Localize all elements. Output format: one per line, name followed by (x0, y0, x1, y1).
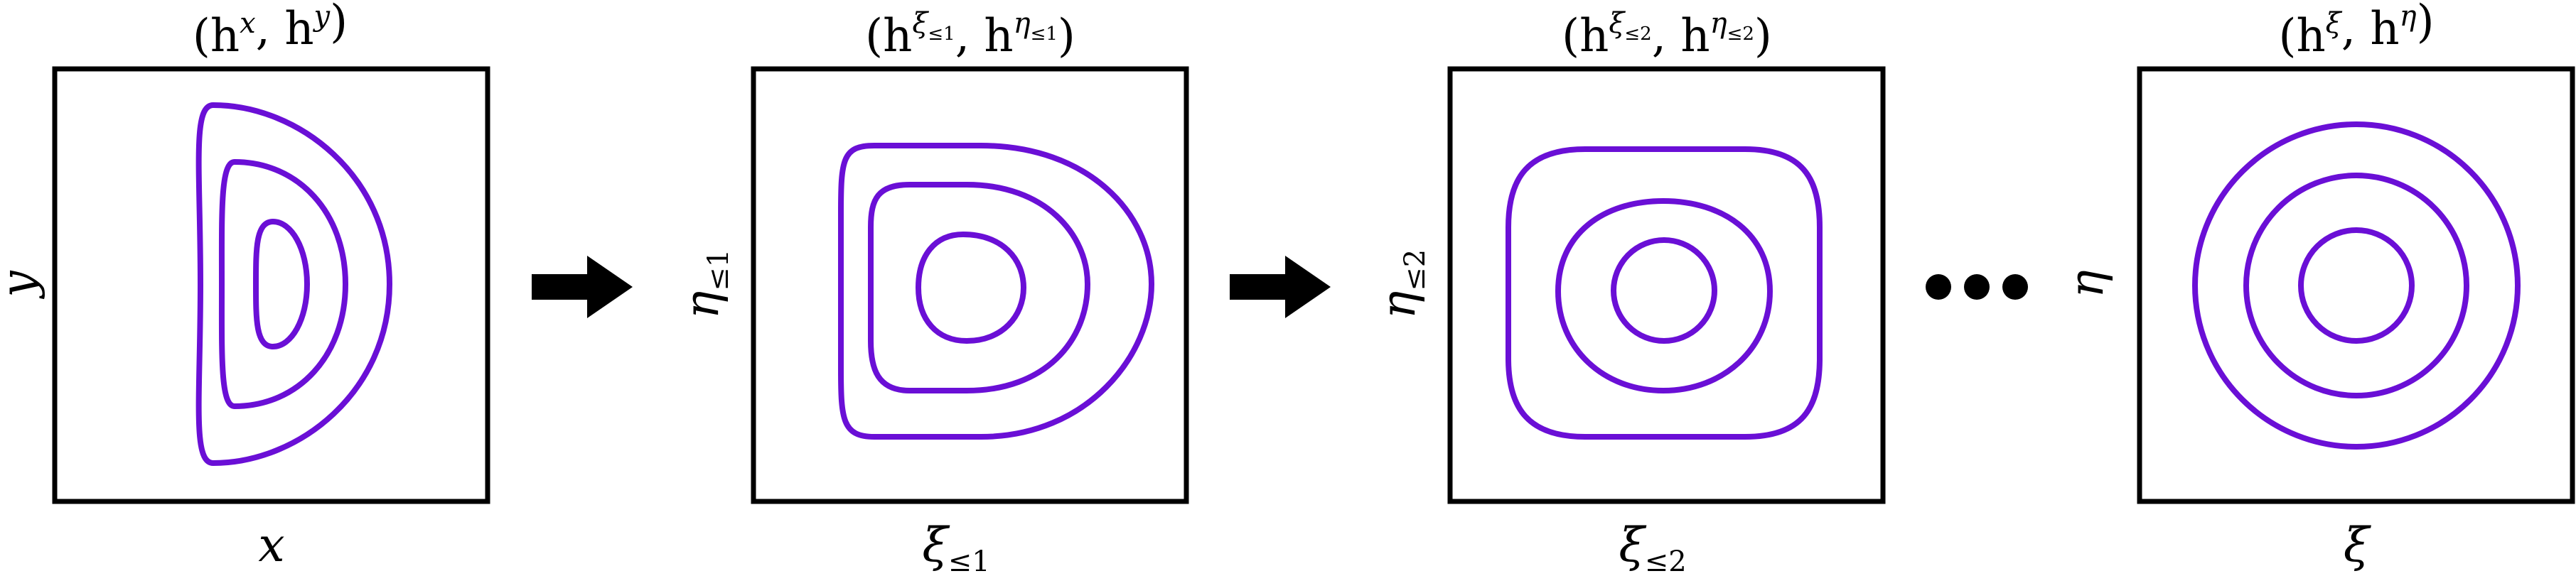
panel-3-frame (1447, 66, 1886, 504)
panel-1-title: (hx, hy) (193, 0, 348, 63)
panel-1-contour-outer (195, 102, 392, 466)
panel-3-title: (hξ≤2, hη≤2) (1562, 7, 1772, 63)
panel-4-frame (2137, 66, 2575, 504)
panel-2: (hξ≤1, hη≤1) ξ≤1 η≤1 (675, 7, 1189, 576)
panel-4-y-label: η (2059, 270, 2114, 298)
transform-arrow-2 (1230, 256, 1331, 318)
panel-2-y-label: η≤1 (675, 249, 735, 320)
panel-3-y-label: η≤2 (1371, 249, 1432, 320)
panel-4: (hξ, hη) ξ η (2059, 0, 2575, 572)
panel-2-title: (hξ≤1, hη≤1) (865, 7, 1075, 63)
ellipsis-dot-1 (1926, 274, 1951, 300)
panel-2-x-label: ξ≤1 (922, 518, 989, 576)
panel-1-frame (52, 66, 490, 504)
panel-1-contour-middle (218, 159, 348, 409)
panel-3: (hξ≤2, hη≤2) ξ≤2 η≤2 (1371, 7, 1886, 576)
panel-4-contour-inner (2298, 227, 2415, 344)
panel-3-contours (1506, 146, 1823, 440)
transform-arrow-1 (532, 256, 633, 318)
panel-1-y-label: y (0, 271, 45, 300)
panel-3-x-label: ξ≤2 (1619, 518, 1686, 576)
panel-1-contours (195, 102, 392, 466)
panel-2-contours (838, 143, 1154, 440)
panel-4-contours (2192, 121, 2521, 450)
panel-2-contour-outer (838, 143, 1154, 440)
panel-3-contour-middle (1555, 198, 1773, 393)
panel-1-x-label: x (258, 518, 284, 572)
panel-1-contour-inner (253, 219, 310, 349)
ellipsis-dots (1926, 274, 2028, 300)
panel-1: (hx, hy) x y (0, 0, 490, 572)
panel-2-contour-middle (868, 182, 1090, 393)
ellipsis-dot-2 (1964, 274, 1990, 300)
panel-3-contour-outer (1506, 146, 1823, 440)
panel-4-contour-middle (2243, 173, 2469, 398)
panel-3-contour-inner (1611, 237, 1717, 344)
panel-2-contour-inner (916, 232, 1026, 344)
panel-4-contour-outer (2192, 121, 2521, 450)
panel-4-title: (hξ, hη) (2278, 0, 2434, 63)
panel-2-frame (751, 66, 1189, 504)
panel-4-x-label: ξ (2344, 518, 2372, 572)
ellipsis-dot-3 (2002, 274, 2028, 300)
